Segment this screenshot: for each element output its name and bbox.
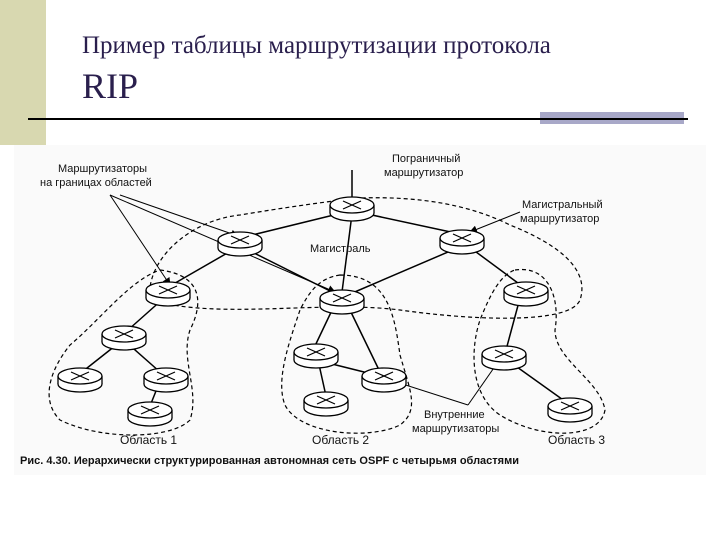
area1-border-router bbox=[145, 281, 191, 307]
area2-router bbox=[361, 367, 407, 393]
internal-routers-label-line2: маршрутизаторы bbox=[412, 423, 499, 435]
area3-router bbox=[481, 345, 527, 371]
internal-routers-label-line1: Внутренние bbox=[424, 409, 485, 421]
area1-label: Область 1 bbox=[120, 433, 177, 447]
area2-router bbox=[303, 391, 349, 417]
area-border-routers-label-line2: на границах областей bbox=[40, 177, 152, 189]
area2-router bbox=[293, 343, 339, 369]
area3-router bbox=[547, 397, 593, 423]
backbone-label: Магистраль bbox=[310, 243, 371, 255]
area1-router bbox=[127, 401, 173, 427]
figure-caption: Рис. 4.30. Иерархически структурированна… bbox=[20, 455, 519, 467]
slide-side-divider bbox=[46, 0, 48, 145]
area2-boundary bbox=[281, 274, 413, 434]
title-line-2: RIP bbox=[82, 66, 139, 106]
area1-router bbox=[57, 367, 103, 393]
area3-border-router bbox=[503, 281, 549, 307]
slide-side-bar bbox=[0, 0, 46, 145]
slide-title: Пример таблицы маршрутизации протокола R… bbox=[82, 30, 551, 108]
area3-label: Область 3 bbox=[548, 433, 605, 447]
backbone-router-left bbox=[217, 231, 263, 257]
title-rule bbox=[28, 118, 688, 120]
backbone-router-label-line2: маршрутизатор bbox=[520, 213, 599, 225]
border-router-label-line1: Пограничный bbox=[392, 153, 460, 165]
backbone-router-right bbox=[439, 229, 485, 255]
border-router bbox=[329, 196, 375, 222]
area1-router bbox=[143, 367, 189, 393]
area2-border-router bbox=[319, 289, 365, 315]
area1-boundary bbox=[48, 269, 199, 436]
title-line-1: Пример таблицы маршрутизации протокола bbox=[82, 32, 551, 59]
border-router-label-line2: маршрутизатор bbox=[384, 167, 463, 179]
area1-router bbox=[101, 325, 147, 351]
backbone-boundary bbox=[149, 197, 583, 319]
backbone-router-label-line1: Магистральный bbox=[522, 199, 603, 211]
area-border-routers-label-line1: Маршрутизаторы bbox=[58, 163, 147, 175]
area2-label: Область 2 bbox=[312, 433, 369, 447]
